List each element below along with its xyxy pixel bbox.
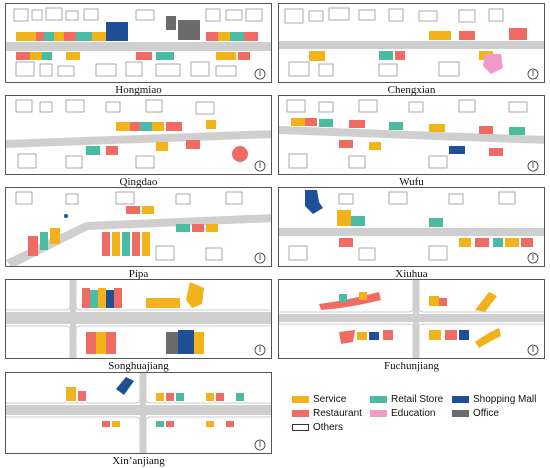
map-pipa-svg — [6, 191, 271, 266]
panel-label-qingdao: Qingdao — [119, 176, 158, 188]
legend-label-shopping-mall: Shopping Mall — [473, 393, 537, 405]
map-panel-hongmiao: Hongmiao — [5, 3, 272, 96]
legend-swatch-others — [292, 423, 309, 431]
panel-label-wufu: Wufu — [399, 176, 424, 188]
map-fuchunjiang — [278, 279, 545, 359]
map-qingdao — [5, 95, 272, 175]
map-wufu-svg — [279, 99, 544, 172]
legend-item-others: Others — [292, 421, 343, 433]
map-xinanjiang — [5, 372, 272, 454]
map-panel-wufu: Wufu — [278, 95, 545, 188]
legend-label-restaurant: Restaurant — [313, 407, 362, 419]
map-songhuajiang — [5, 279, 272, 359]
panel-label-pipa: Pipa — [128, 268, 149, 280]
legend-swatch-service — [292, 395, 309, 403]
map-panel-chengxian: Chengxian — [278, 3, 545, 96]
legend-label-office: Office — [473, 407, 499, 419]
map-xiuhua — [278, 187, 545, 267]
map-legend: Service Retail Store Shopping Mall Resta… — [292, 393, 542, 433]
map-hongmiao-svg — [6, 7, 271, 80]
map-xinanjiang-svg — [6, 373, 271, 453]
legend-label-retail-store: Retail Store — [391, 393, 444, 405]
map-qingdao-svg — [6, 99, 271, 172]
legend-swatch-shopping-mall — [452, 395, 469, 403]
map-pipa — [5, 187, 272, 267]
map-chengxian — [278, 3, 545, 83]
panel-label-xinanjiang: Xin’anjiang — [112, 455, 165, 467]
legend-item-restaurant: Restaurant — [292, 407, 362, 419]
legend-item-education: Education — [370, 407, 435, 419]
map-panel-fuchunjiang: Fuchunjiang — [278, 279, 545, 372]
legend-swatch-restaurant — [292, 409, 309, 417]
panel-label-hongmiao: Hongmiao — [115, 84, 162, 96]
legend-item-shopping-mall: Shopping Mall — [452, 393, 536, 405]
legend-item-service: Service — [292, 393, 346, 405]
map-panel-pipa: Pipa — [5, 187, 272, 280]
map-xiuhua-svg — [279, 190, 544, 264]
legend-swatch-education — [370, 409, 387, 417]
panel-label-fuchunjiang: Fuchunjiang — [384, 360, 439, 372]
map-panel-qingdao: Qingdao — [5, 95, 272, 188]
panel-label-songhuajiang: Songhuajiang — [108, 360, 169, 372]
legend-item-retail-store: Retail Store — [370, 393, 443, 405]
legend-label-others: Others — [313, 421, 344, 433]
map-songhuajiang-svg — [6, 280, 271, 358]
map-panel-songhuajiang: Songhuajiang — [5, 279, 272, 372]
map-wufu — [278, 95, 545, 175]
legend-label-service: Service — [313, 393, 347, 405]
map-panel-xinanjiang: Xin’anjiang — [5, 372, 272, 467]
map-fuchunjiang-svg — [279, 280, 544, 358]
legend-item-office: Office — [452, 407, 499, 419]
legend-swatch-office — [452, 409, 469, 417]
legend-label-education: Education — [391, 407, 436, 419]
legend-swatch-retail-store — [370, 395, 387, 403]
panel-label-chengxian: Chengxian — [387, 84, 436, 96]
panel-label-xiuhua: Xiuhua — [395, 268, 428, 280]
map-chengxian-svg — [279, 7, 544, 80]
map-hongmiao — [5, 3, 272, 83]
map-panel-xiuhua: Xiuhua — [278, 187, 545, 280]
